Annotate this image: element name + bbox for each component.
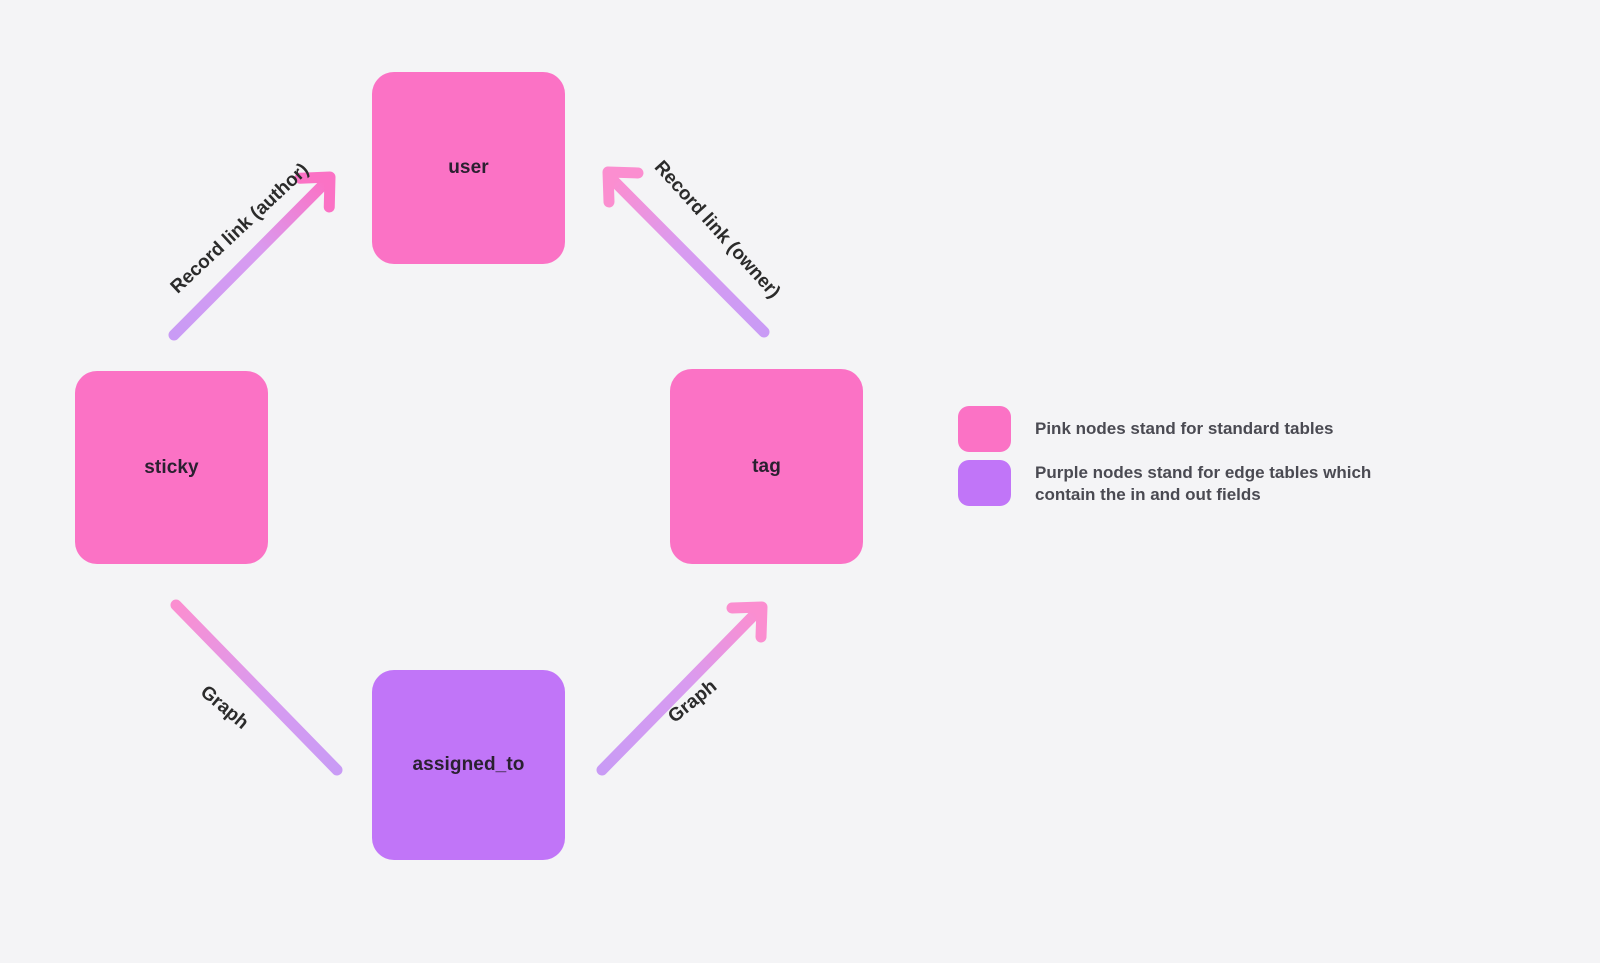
legend-swatch-purple-icon: [958, 460, 1011, 506]
node-label: user: [448, 157, 489, 178]
legend-text: Purple nodes stand for edge tables which…: [1035, 463, 1372, 504]
node-label: tag: [752, 455, 781, 477]
node-assigned-to[interactable]: assigned_to: [372, 670, 565, 860]
edge-assigned-to-to-tag[interactable]: [596, 601, 768, 776]
legend-swatch-pink-icon: [958, 406, 1011, 452]
node-label: sticky: [144, 456, 199, 478]
edge-tag-to-user[interactable]: [602, 166, 770, 338]
node-sticky[interactable]: sticky: [75, 371, 268, 564]
legend-item-edge-tables: Purple nodes stand for edge tables which…: [958, 460, 1478, 506]
legend: Pink nodes stand for standard tables Pur…: [958, 406, 1478, 514]
legend-item-standard-tables: Pink nodes stand for standard tables: [958, 406, 1478, 452]
legend-text: Pink nodes stand for standard tables: [1035, 419, 1334, 438]
node-tag[interactable]: tag: [670, 369, 863, 564]
node-user[interactable]: user: [372, 72, 565, 264]
edge-sticky-to-user[interactable]: [168, 171, 336, 341]
edge-sticky-to-assigned-to[interactable]: [170, 599, 343, 776]
node-label: assigned_to: [412, 754, 525, 775]
